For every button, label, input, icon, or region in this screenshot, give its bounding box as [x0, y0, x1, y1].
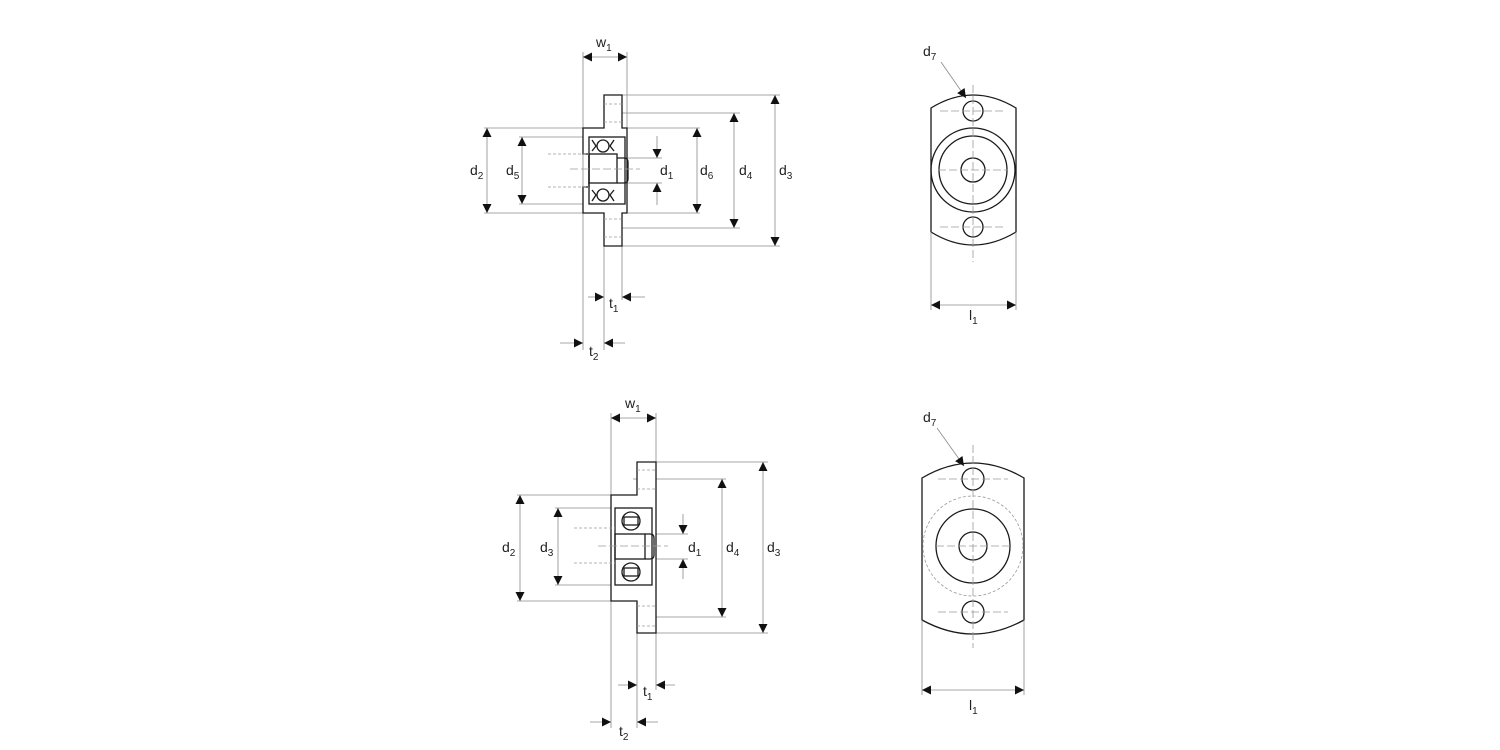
- ball: [621, 511, 641, 531]
- dim-label-l1: l1: [969, 697, 978, 717]
- dim-label-l1: l1: [969, 307, 978, 327]
- ball: [596, 139, 610, 153]
- dim-label-d6: d6: [700, 162, 714, 182]
- housing-outline: [582, 94, 628, 247]
- dim-label-t1: t1: [643, 683, 653, 703]
- bottom-section-view: w1 d2 d3 d1 d4 d3 t1 t2: [502, 395, 781, 743]
- dim-label-d7: d7: [923, 409, 937, 429]
- dim-label-w1: w1: [595, 34, 612, 54]
- ball: [596, 188, 610, 202]
- dim-label-d3: d3: [767, 539, 781, 559]
- dim-label-d7: d7: [923, 43, 937, 63]
- bearing-inner-ring: [588, 153, 618, 184]
- dim-label-d3: d3: [779, 162, 793, 182]
- bearing-inner-ring: [614, 533, 646, 560]
- top-front-view: d7 l1: [923, 43, 1017, 327]
- dim-label-d5: d5: [506, 162, 520, 182]
- dim-label-d4: d4: [739, 162, 753, 182]
- ball: [621, 562, 641, 582]
- dim-label-d2: d2: [470, 162, 484, 182]
- dim-label-d1: d1: [688, 539, 702, 559]
- dim-label-t2: t2: [619, 723, 629, 743]
- dim-label-d1: d1: [660, 162, 674, 182]
- dim-label-w1: w1: [624, 395, 641, 415]
- dim-label-d2: d2: [502, 539, 516, 559]
- top-section-view: w1 d2 d5 d1 d6 d4 d3 t1 t2: [470, 34, 793, 363]
- housing-outline: [610, 461, 657, 634]
- dim-label-t1: t1: [609, 295, 619, 315]
- dim-label-d4: d4: [726, 539, 740, 559]
- dim-label-t2: t2: [589, 343, 599, 363]
- dim-label-d3-inner: d3: [540, 539, 554, 559]
- bottom-front-view: d7 l1: [921, 409, 1025, 717]
